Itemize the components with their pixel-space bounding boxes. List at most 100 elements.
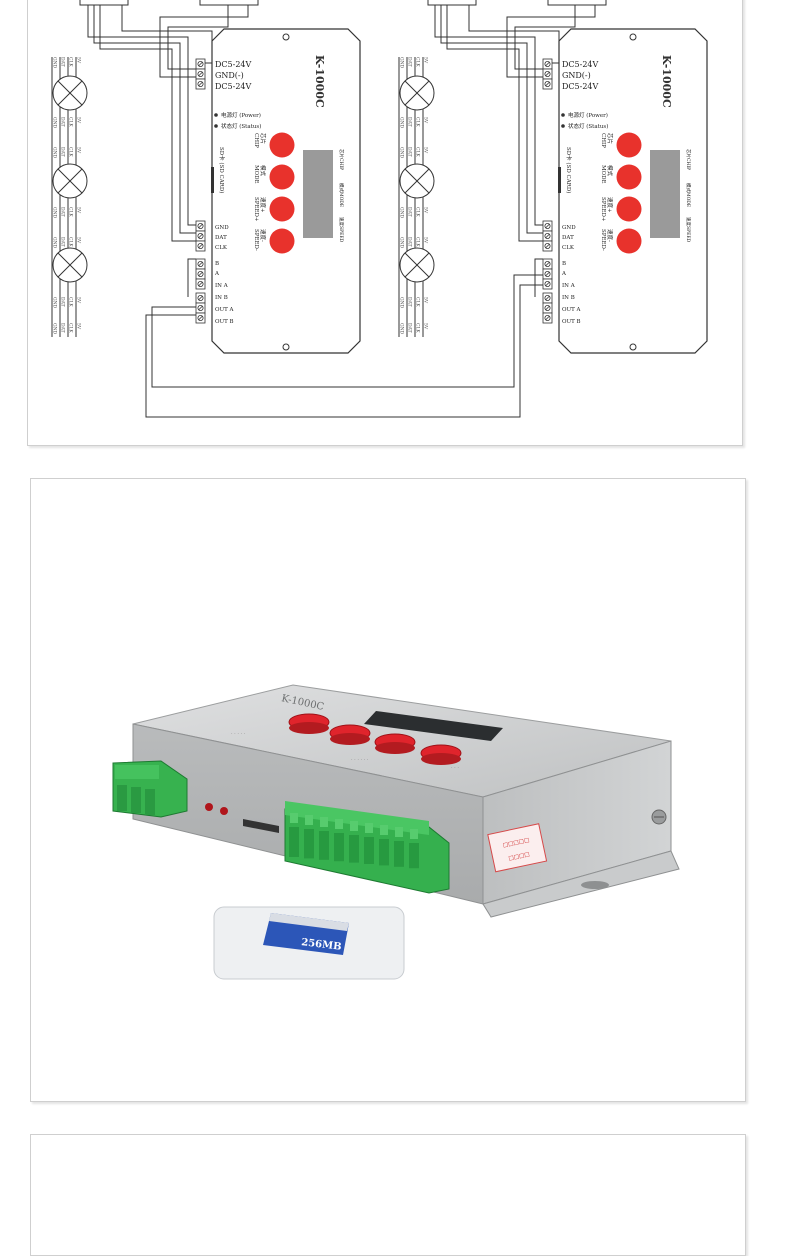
product-photo-panel: K-1000C · · · · ·· · · · · ·· · · ☐☐☐☐☐ …: [30, 478, 746, 1102]
sd-card-capacity: 256MB: [301, 937, 342, 953]
unit1-strip-wire-label: GND: [52, 297, 58, 309]
unit1-strip-wire-label: DAT: [60, 323, 66, 333]
unit2-button-chip: [616, 132, 642, 158]
unit1-strip-wire-label: DAT: [60, 207, 66, 217]
unit1-strip-wire-label: GND: [52, 323, 58, 335]
svg-text:· · · · · ·: · · · · · ·: [351, 757, 369, 763]
unit2-controller-body: [558, 28, 708, 354]
unit2-display-label: 速度SPEED: [685, 217, 692, 243]
unit1-link-terminal-label: A: [214, 271, 220, 277]
unit2-strip-wire-label: CLK: [415, 323, 421, 333]
unit1-display-label: 芯片CHIP: [338, 149, 345, 170]
unit1-strip-wire-label: 5V: [76, 297, 82, 304]
unit1-display: [303, 150, 333, 238]
unit2-sd-slot-label: SD卡 (SD CARD): [565, 147, 573, 193]
sd-card: 256MB: [213, 906, 405, 980]
product-photo: K-1000C · · · · ·· · · · · ·· · · ☐☐☐☐☐ …: [112, 684, 680, 980]
unit2-button-mode: [616, 164, 642, 190]
unit1-strip-wire-label: DAT: [60, 297, 66, 307]
unit1-strip-wire-label: GND: [52, 207, 58, 219]
unit2-strip-wire-label: 5V: [423, 57, 429, 64]
unit2-strip-wire-label: DAT: [407, 57, 413, 67]
blank-panel: [30, 1134, 746, 1256]
unit2-button-speed-downup: [616, 196, 642, 222]
unit2-strip-wire-label: CLK: [415, 297, 421, 307]
unit2-output-terminal-label: DAT: [562, 235, 574, 241]
unit1-model-name: K-1000C: [313, 55, 326, 108]
unit2-strip-wire-label: CLK: [415, 57, 421, 67]
unit2-button-cn-label: 速度+: [606, 197, 614, 213]
unit2-output-terminal-label: GND: [562, 225, 576, 231]
unit2-strip-wire-label: CLK: [415, 147, 421, 157]
unit2-strip-wire-label: GND: [399, 237, 405, 249]
svg-text:☐☐☐☐: ☐☐☐☐: [508, 851, 531, 862]
unit1-button-en-label: SPEED-: [253, 229, 259, 251]
unit2-display-label: 芯片CHIP: [685, 149, 692, 170]
unit1-button-chip: [269, 132, 295, 158]
unit2-button-cn-label: 速度-: [606, 229, 614, 242]
unit2-strip-wire-label: 5V: [423, 323, 429, 330]
unit2-indicator-label: 状态灯 (Status): [568, 122, 608, 130]
unit2-display: [650, 150, 680, 238]
unit2-button-speed-down: [616, 228, 642, 254]
unit1-link-terminal-label: B: [215, 261, 219, 267]
unit1-button-cn-label: 芯片: [259, 133, 267, 144]
unit2-strip-wire-label: 5V: [423, 207, 429, 214]
unit2-strip-wire-label: DAT: [407, 297, 413, 307]
unit2-button-en-label: MODE: [600, 165, 606, 184]
unit1-link-terminal-label: IN A: [215, 283, 229, 289]
unit2-display-label: 模式MODE: [685, 183, 692, 207]
unit2-power-terminal-label: DC5-24V: [562, 60, 599, 69]
power-terminal-block: [112, 760, 188, 818]
unit2-strip-wire-label: CLK: [415, 117, 421, 127]
unit2-link-terminal-label: B: [562, 261, 566, 267]
unit1-indicator-label: 电源灯 (Power): [221, 111, 261, 119]
unit1-power-terminal-label: GND(-): [215, 71, 244, 80]
unit2-strip-wire-label: 5V: [423, 147, 429, 154]
unit2-output-terminal-label: CLK: [562, 245, 575, 251]
unit1-strip-wire-label: DAT: [60, 237, 66, 247]
unit2-strip-wire-label: DAT: [407, 323, 413, 333]
unit1-power-terminal-label: DC5-24V: [215, 60, 252, 69]
unit1-strip-wire-label: 5V: [76, 117, 82, 124]
unit1-sd-slot-label: SD卡 (SD CARD): [218, 147, 226, 193]
unit1-output-terminal-label: GND: [215, 225, 229, 231]
unit2-strip-wire-label: CLK: [415, 207, 421, 217]
unit2-strip-wire-label: 5V: [423, 297, 429, 304]
unit1-strip-wire-label: 5V: [76, 207, 82, 214]
unit1-button-cn-label: 模式: [259, 165, 267, 177]
unit2-link-terminal-label: OUT B: [562, 319, 581, 325]
unit1-output-terminal-label: DAT: [215, 235, 227, 241]
svg-text:· · ·: · · ·: [451, 765, 459, 771]
unit2-link-terminal-label: IN B: [562, 295, 575, 301]
unit2-power-terminal-label: DC5-24V: [562, 82, 599, 91]
unit2-strip-wire-label: CLK: [415, 237, 421, 247]
unit1-strip-wire-label: 5V: [76, 57, 82, 64]
unit1-strip-wire-label: CLK: [68, 237, 74, 247]
unit1-display-label: 模式MODE: [338, 183, 345, 207]
unit1-output-terminal-label: CLK: [215, 245, 228, 251]
unit1-link-terminal-label: OUT B: [215, 319, 234, 325]
unit2-button-cn-label: 模式: [606, 165, 614, 177]
unit1-strip-wire-label: CLK: [68, 117, 74, 127]
unit1-strip-wire-label: GND: [52, 57, 58, 69]
unit2-strip-wire-label: DAT: [407, 147, 413, 157]
unit1-button-speed-downup: [269, 196, 295, 222]
unit1-indicator-label: 状态灯 (Status): [221, 122, 261, 130]
unit2-strip-wire-label: GND: [399, 57, 405, 69]
unit1-strip-wire-label: CLK: [68, 323, 74, 333]
unit1-link-terminal-label: OUT A: [215, 307, 235, 313]
unit1-button-speed-down: [269, 228, 295, 254]
unit1-button-en-label: CHIP: [253, 133, 259, 148]
unit1-strip-wire-label: CLK: [68, 57, 74, 67]
unit1-controller-body: [211, 28, 361, 354]
unit2-indicator-label: 电源灯 (Power): [568, 111, 608, 119]
unit2-strip-wire-label: 5V: [423, 117, 429, 124]
unit2-link-terminal-label: IN A: [562, 283, 576, 289]
unit2-button-cn-label: 芯片: [606, 133, 614, 144]
unit1-strip-wire-label: GND: [52, 147, 58, 159]
unit1-button-mode: [269, 164, 295, 190]
unit2-strip-wire-label: DAT: [407, 207, 413, 217]
unit1-button-cn-label: 速度-: [259, 229, 267, 242]
